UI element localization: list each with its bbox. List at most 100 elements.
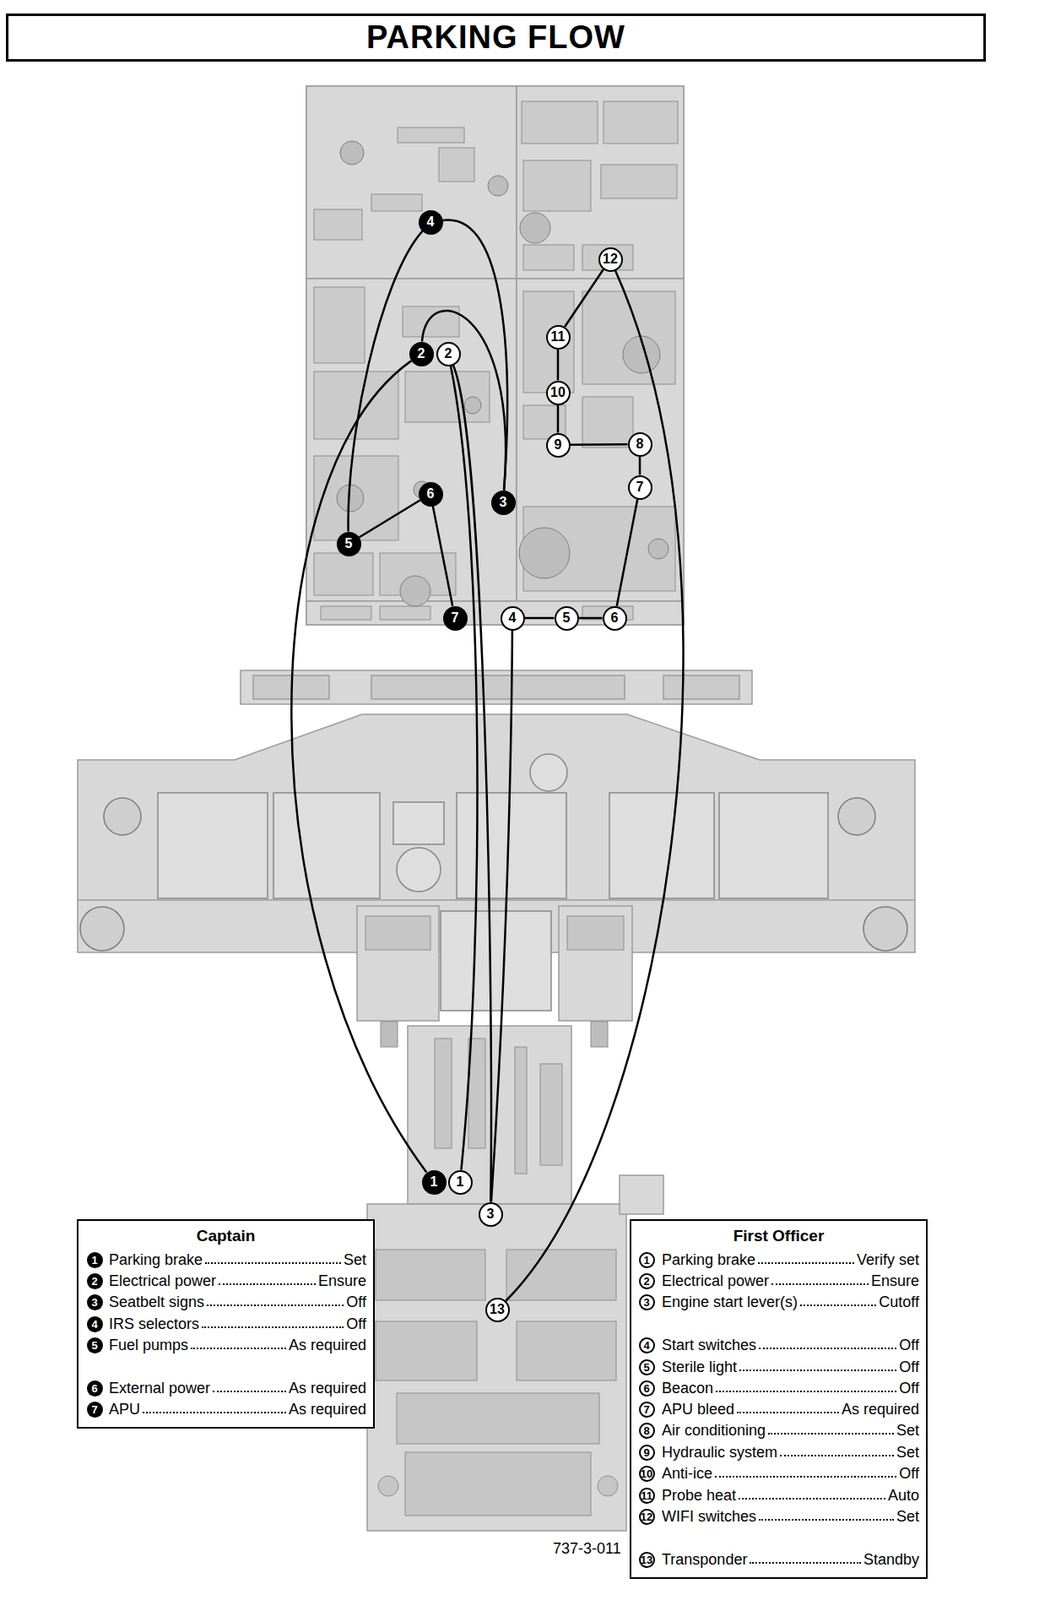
checklist-item: Anti-ice xyxy=(661,1462,713,1484)
checklist-value: Ensure xyxy=(871,1270,920,1291)
checklist-value: Cutoff xyxy=(878,1291,920,1312)
checklist-item: Sterile light xyxy=(661,1356,737,1377)
step-circle: 5 xyxy=(638,1358,656,1375)
checklist-value: Off xyxy=(898,1334,920,1355)
overhead-detail xyxy=(523,160,591,212)
leader-dots xyxy=(201,1326,344,1328)
callout-number: 3 xyxy=(487,1207,495,1221)
overhead-detail xyxy=(582,396,634,448)
overhead-panel xyxy=(516,278,684,601)
callout-number: 2 xyxy=(444,346,453,361)
display-unit xyxy=(719,792,829,899)
pedestal-detail xyxy=(434,1038,452,1148)
checklist-value: Off xyxy=(898,1356,920,1377)
pedestal xyxy=(558,905,633,1021)
leader-dots xyxy=(749,1561,861,1564)
step-circle: 4 xyxy=(418,210,444,235)
callout-number: 12 xyxy=(602,252,618,266)
callout-number: 11 xyxy=(551,330,566,344)
overhead-detail xyxy=(600,164,677,199)
checklist-value: Off xyxy=(346,1291,367,1312)
flow-line xyxy=(453,364,492,1202)
step-circle: 8 xyxy=(627,432,653,457)
flow-line xyxy=(291,360,427,1172)
clock-dial xyxy=(838,797,876,835)
step-circle: 2 xyxy=(409,341,434,367)
overhead-detail xyxy=(438,147,475,182)
callout-number: 7 xyxy=(451,611,460,625)
callout-number: 1 xyxy=(91,1254,98,1266)
leader-dots xyxy=(758,1347,897,1349)
checklist-value: As required xyxy=(288,1398,367,1419)
checklist-value: Ensure xyxy=(318,1270,367,1291)
pedestal-detail xyxy=(378,1475,399,1496)
checklist-item: APU xyxy=(108,1398,141,1419)
checklist-value: Verify set xyxy=(856,1249,920,1270)
leader-dots xyxy=(800,1304,877,1306)
pedestal-detail xyxy=(405,1451,591,1516)
callout-number: 13 xyxy=(640,1553,653,1565)
leader-dots xyxy=(738,1497,886,1500)
step-circle: 10 xyxy=(546,380,571,406)
leader-dots xyxy=(715,1390,897,1392)
leader-dots xyxy=(212,1390,287,1392)
flow-line xyxy=(433,505,453,607)
step-circle: 1 xyxy=(86,1251,103,1268)
step-circle: 6 xyxy=(86,1380,103,1397)
panel-knob xyxy=(336,140,669,607)
step-circle: 3 xyxy=(478,1201,504,1227)
overhead-detail xyxy=(379,606,431,620)
pedestal xyxy=(407,1025,572,1204)
overhead-detail xyxy=(313,455,399,541)
step-circle: 12 xyxy=(638,1508,656,1525)
checklist-value: Standby xyxy=(863,1548,920,1570)
figure-number: 737-3-011 xyxy=(552,1537,622,1559)
panel-knob xyxy=(519,212,551,244)
checklist-value: Set xyxy=(343,1249,367,1270)
checklist-value: As required xyxy=(841,1398,920,1419)
callout-number: 10 xyxy=(640,1467,653,1479)
glareshield-panel xyxy=(663,675,740,699)
pedestal-detail xyxy=(375,1320,477,1381)
step-circle: 8 xyxy=(638,1422,656,1439)
pedestal-detail xyxy=(597,1475,618,1496)
checklist-item: Parking brake xyxy=(108,1249,203,1270)
flow-line xyxy=(579,617,603,620)
checklist-value: Off xyxy=(898,1462,920,1484)
panel-knob xyxy=(464,396,482,414)
callout-number: 5 xyxy=(643,1361,650,1373)
callout-number: 3 xyxy=(643,1296,650,1308)
checklist-value: As required xyxy=(288,1377,367,1398)
callout-number: 5 xyxy=(562,611,571,625)
step-circle: 13 xyxy=(485,1297,510,1322)
flow-line xyxy=(358,500,420,538)
panel-knob xyxy=(340,140,364,165)
callout-number: 1 xyxy=(430,1174,439,1189)
step-circle: 7 xyxy=(627,475,653,500)
overhead-detail xyxy=(320,606,372,620)
step-circle: 11 xyxy=(546,324,571,350)
step-circle: 4 xyxy=(500,606,526,631)
checklist-item: WIFI switches xyxy=(661,1505,757,1527)
callout-number: 9 xyxy=(643,1446,650,1458)
checklist-box: CaptainParking brakeSetElectrical powerE… xyxy=(76,1218,375,1429)
clock-dial xyxy=(103,797,141,835)
pedestal xyxy=(357,905,439,1021)
overhead-panel xyxy=(516,86,684,279)
leader-dots xyxy=(758,1518,894,1521)
overhead-detail xyxy=(521,101,598,144)
leader-dots xyxy=(736,1411,840,1413)
callout-number: 2 xyxy=(417,346,426,361)
pedestal-detail xyxy=(540,1063,563,1165)
step-circle: 2 xyxy=(86,1272,103,1289)
flow-line xyxy=(557,405,560,434)
display-unit xyxy=(609,792,715,899)
title-box: PARKING FLOW xyxy=(5,13,986,62)
callout-number: 13 xyxy=(489,1302,505,1316)
callout-number: 7 xyxy=(91,1403,98,1415)
step-circle: 11 xyxy=(638,1487,656,1504)
pedestal-detail xyxy=(375,1249,486,1300)
pedestal-detail xyxy=(590,1021,608,1047)
display-unit xyxy=(157,753,829,1011)
step-circle: 1 xyxy=(422,1169,447,1195)
